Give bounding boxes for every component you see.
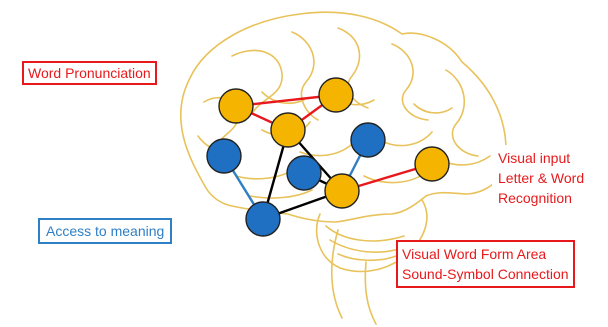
visual-input-line-2: Letter & Word	[498, 170, 585, 186]
visual-word-form-line-2: Sound-Symbol Connection	[402, 266, 569, 282]
word-pronunciation-label: Word Pronunciation	[22, 61, 157, 85]
visual-input-line-1: Visual input	[498, 150, 571, 166]
node-o3	[270, 112, 306, 148]
network-nodes	[206, 77, 450, 237]
node-b4	[245, 201, 281, 237]
node-b1	[206, 138, 242, 174]
node-b3	[350, 122, 386, 158]
node-o4	[324, 173, 360, 209]
visual-input-label: Visual input Letter & Word Recognition	[492, 145, 591, 211]
visual-word-form-line-1: Visual Word Form Area	[402, 246, 547, 262]
node-b2	[286, 155, 322, 191]
node-o1	[218, 88, 254, 124]
node-o2	[318, 77, 354, 113]
access-to-meaning-label: Access to meaning	[38, 218, 173, 244]
visual-input-line-3: Recognition	[498, 190, 572, 206]
cerebellum	[315, 199, 428, 273]
brainstem	[330, 229, 377, 325]
visual-word-form-area-label: Visual Word Form Area Sound-Symbol Conne…	[396, 240, 575, 288]
node-o5	[414, 146, 450, 182]
